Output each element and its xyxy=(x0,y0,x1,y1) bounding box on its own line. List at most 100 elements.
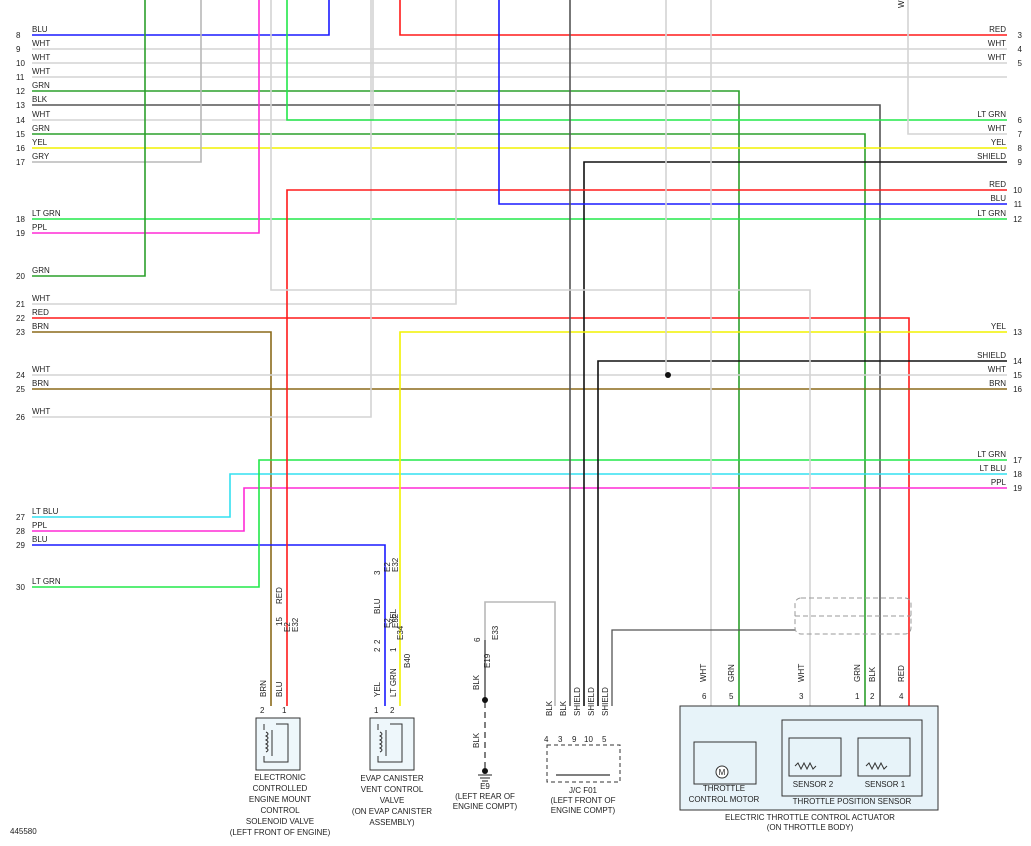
jc-pin-5: 5 xyxy=(602,735,607,744)
evap-valve-line-1: EVAP CANISTER xyxy=(360,774,424,783)
right-wire-num-17: 17 xyxy=(1013,456,1022,465)
wire-left-15 xyxy=(32,133,866,706)
actuator-pin-5: 5 xyxy=(729,692,734,701)
left-wire-num-14: 14 xyxy=(16,116,25,125)
left-wire-num-23: 23 xyxy=(16,328,25,337)
conn-e2-mid-pin: 15 xyxy=(275,617,284,626)
mount-valve-wire-blu: BLU xyxy=(275,681,284,697)
right-wire-color-10: RED xyxy=(989,180,1006,189)
left-wire-color-22: RED xyxy=(32,308,49,317)
jc-pin-3: 3 xyxy=(558,735,563,744)
wire-gry-e19 xyxy=(484,601,556,706)
conn-e34-top-wire-blu: BLU xyxy=(373,598,382,614)
wire-left-22 xyxy=(32,317,910,706)
left-wire-color-29: BLU xyxy=(32,535,48,544)
sensor-1-resistor-icon xyxy=(865,761,888,771)
solenoid-coil-icon xyxy=(377,723,403,763)
actuator-pin-4: 4 xyxy=(899,692,904,701)
wire-right-10 xyxy=(286,189,1007,706)
right-top-fragment: W xyxy=(897,0,906,8)
right-wire-color-7: WHT xyxy=(988,124,1006,133)
sensor-1-label: SENSOR 1 xyxy=(865,780,906,789)
right-wire-num-11: 11 xyxy=(1014,200,1023,209)
actuator-pin-2: 2 xyxy=(870,692,875,701)
mount-valve-pin-2: 1 xyxy=(282,706,287,715)
right-wire-color-4: WHT xyxy=(988,39,1006,48)
conn-e34-bot-sub: B40 xyxy=(403,653,412,668)
wire-left-8 xyxy=(32,0,330,36)
conn-e2-top-sub: E32 xyxy=(391,557,400,572)
left-wire-color-20: GRN xyxy=(32,266,50,275)
right-wire-color-19: PPL xyxy=(991,478,1007,487)
left-wire-num-29: 29 xyxy=(16,541,25,550)
left-wire-color-12: GRN xyxy=(32,81,50,90)
right-wire-color-9: SHIELD xyxy=(977,152,1006,161)
left-wire-color-28: PPL xyxy=(32,521,48,530)
right-wire-color-6: LT GRN xyxy=(977,110,1006,119)
right-wire-color-5: WHT xyxy=(988,53,1006,62)
jc-wire-blk-2: BLK xyxy=(559,700,568,716)
ground-name: E9 xyxy=(480,782,490,791)
right-wire-num-16: 16 xyxy=(1013,385,1022,394)
left-wire-color-21: WHT xyxy=(32,294,50,303)
left-wire-color-24: WHT xyxy=(32,365,50,374)
wire-left-14 xyxy=(32,0,374,121)
mount-valve-line-2: CONTROLLED xyxy=(253,784,308,793)
evap-valve-line-3: VALVE xyxy=(380,796,405,805)
conn-e34-bot-pin: 2 xyxy=(373,647,382,652)
left-wire-color-13: BLK xyxy=(32,95,48,104)
left-wire-color-30: LT GRN xyxy=(32,577,61,586)
left-wire-color-23: BRN xyxy=(32,322,49,331)
conn-e34-top-wire-yel: YEL xyxy=(389,608,398,624)
conn-e19-id: E19 xyxy=(483,653,492,668)
left-wire-color-18: LT GRN xyxy=(32,209,61,218)
wire-left-12 xyxy=(32,90,740,706)
right-wire-num-9: 9 xyxy=(1018,158,1023,167)
left-wire-num-10: 10 xyxy=(16,59,25,68)
evap-valve-pin-1: 1 xyxy=(374,706,379,715)
left-wire-num-26: 26 xyxy=(16,413,25,422)
junction-connector-f01: 4 3 9 10 5 BLK BLK SHIELD SHIELD SHIELD … xyxy=(544,687,621,815)
evap-valve-line-2: VENT CONTROL xyxy=(361,785,424,794)
mount-valve-line-1: ELECTRONIC xyxy=(254,773,306,782)
right-wire-color-12: LT GRN xyxy=(977,209,1006,218)
wire-right-7 xyxy=(907,0,1007,135)
left-wire-num-27: 27 xyxy=(16,513,25,522)
right-wire-color-14: SHIELD xyxy=(977,351,1006,360)
left-wire-color-8: BLU xyxy=(32,25,48,34)
mount-valve-line-6: (LEFT FRONT OF ENGINE) xyxy=(230,828,331,837)
wire-left-19 xyxy=(32,0,260,234)
wire-layer xyxy=(32,0,1007,706)
evap-vent-valve: 1 2 YEL LT GRN EVAP CANISTER VENT CONTRO… xyxy=(352,668,432,827)
wire-right-11 xyxy=(498,0,1007,205)
left-wire-num-8: 8 xyxy=(16,31,21,40)
left-wire-num-15: 15 xyxy=(16,130,25,139)
ground-line-1: (LEFT REAR OF xyxy=(455,792,515,801)
right-wire-num-19: 19 xyxy=(1013,484,1022,493)
wire-right-3 xyxy=(399,0,1007,36)
conn-e2-mid-sub: E32 xyxy=(291,617,300,632)
actuator-pin-1: 1 xyxy=(855,692,860,701)
conn-e2-top-id: E2 xyxy=(383,562,392,572)
conn-e19-pin: 6 xyxy=(473,637,482,642)
left-wire-num-24: 24 xyxy=(16,371,25,380)
left-wire-num-19: 19 xyxy=(16,229,25,238)
right-wire-color-11: BLU xyxy=(990,194,1006,203)
actuator-wire-grn-2: GRN xyxy=(853,664,862,682)
evap-valve-pin-2: 2 xyxy=(390,706,395,715)
right-wire-color-17: LT GRN xyxy=(977,450,1006,459)
motor-icon: M xyxy=(715,765,729,779)
jc-pin-10: 10 xyxy=(584,735,593,744)
mount-valve-wire-brn: BRN xyxy=(259,680,268,697)
wire-right-6 xyxy=(286,0,1007,121)
wire-left-28 xyxy=(32,487,1007,532)
left-wire-color-26: WHT xyxy=(32,407,50,416)
actuator-wire-wht-2: WHT xyxy=(797,664,806,682)
jc-line-3: ENGINE COMPT) xyxy=(551,806,616,815)
actuator-wire-red: RED xyxy=(897,665,906,682)
conn-e2-mid-wire: RED xyxy=(275,587,284,604)
conn-e34-top-pin: 2 xyxy=(373,639,382,644)
mount-valve-line-4: CONTROL xyxy=(260,806,300,815)
throttle-actuator: M THROTTLE CONTROL MOTOR SENSOR 2 SENSOR… xyxy=(679,664,939,832)
